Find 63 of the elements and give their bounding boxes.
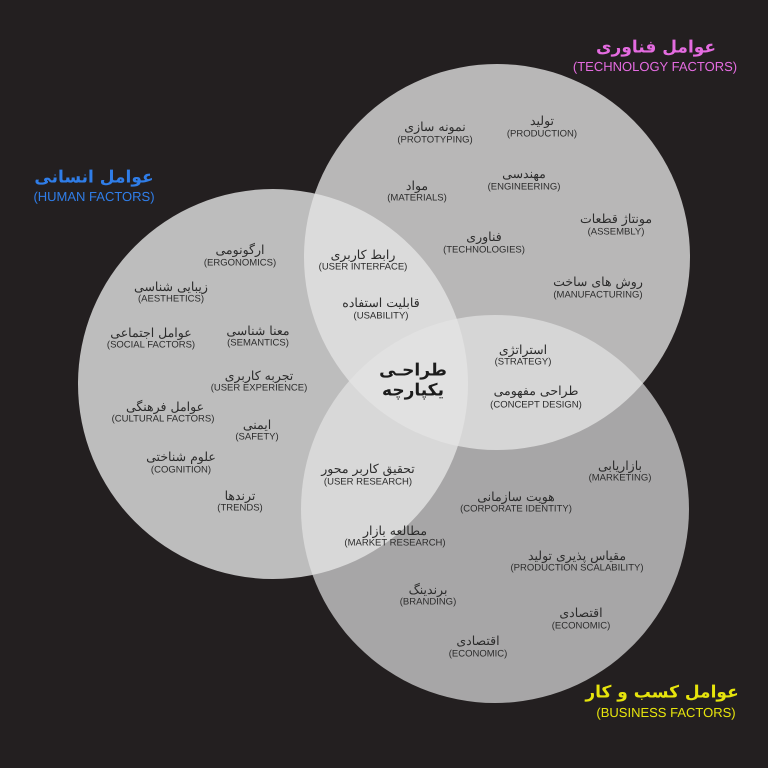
term-translation: (CULTURAL FACTORS) xyxy=(112,414,214,426)
term-translation: (USER INTERFACE) xyxy=(318,262,408,274)
term-translation: (USER EXPERIENCE) xyxy=(210,384,308,394)
term-translation: (STRATEGY) xyxy=(494,358,552,368)
term-label: مهندسی xyxy=(502,166,546,182)
term-label: ترندها xyxy=(224,488,256,504)
term-translation: (MATERIALS) xyxy=(387,194,447,204)
term-translation: (MARKET RESEARCH) xyxy=(344,538,446,550)
term-translation: (COGNITION) xyxy=(150,466,212,476)
term-translation: (ECONOMIC) xyxy=(448,650,508,660)
term-label: مواد xyxy=(406,178,428,194)
term-label: روش های ساخت xyxy=(553,274,643,290)
center-term-label: طراحـی یکپارچه xyxy=(378,360,448,402)
term-translation: (PROTOTYPING) xyxy=(397,136,473,146)
term-label: ارگونومی xyxy=(216,242,264,258)
term-translation: (ASSEMBLY) xyxy=(588,228,644,238)
circle-heading-translation: (HUMAN FACTORS) xyxy=(33,190,155,204)
circle-heading-translation: (BUSINESS FACTORS) xyxy=(596,706,736,720)
term-label: هویت سازمانی xyxy=(477,490,555,504)
term-translation: (USER RESEARCH) xyxy=(324,478,412,488)
term-translation: (ERGONOMICS) xyxy=(204,258,276,270)
term-label: علوم شناختی xyxy=(146,450,216,464)
term-translation: (MARKETING) xyxy=(588,474,652,484)
term-label: برندینگ xyxy=(408,582,448,598)
term-label: مطالعه بازار xyxy=(362,524,428,538)
term-label: زیبایی شناسی xyxy=(134,280,208,294)
term-translation: (BRANDING) xyxy=(400,598,456,608)
term-translation: (CONCEPT DESIGN) xyxy=(490,400,582,412)
term-translation: (ECONOMIC) xyxy=(552,622,610,632)
term-translation: (TRENDS) xyxy=(217,504,263,514)
term-translation: (ENGINEERING) xyxy=(488,182,560,194)
term-label: اقتصادی xyxy=(559,606,603,620)
term-translation: (CORPORATE IDENTITY) xyxy=(460,504,572,516)
term-label: بازاریابی xyxy=(598,458,642,474)
term-label: رابط کاربری xyxy=(330,248,396,262)
term-label: عوامل اجتماعی xyxy=(110,326,192,340)
term-label: نمونه سازی xyxy=(404,120,466,134)
term-translation: (SAFETY) xyxy=(235,432,279,444)
term-translation: (PRODUCTION SCALABILITY) xyxy=(510,564,644,574)
term-label: تحقیق کاربر محور xyxy=(321,462,415,476)
term-translation: (PRODUCTION) xyxy=(506,130,578,140)
term-translation: (AESTHETICS) xyxy=(138,294,204,306)
circle-heading: عوامل فناوری xyxy=(596,38,716,58)
term-label: معنا شناسی xyxy=(226,324,290,338)
circle-heading-translation: (TECHNOLOGY FACTORS) xyxy=(572,60,738,74)
term-label: مقیاس پذیری تولید xyxy=(528,548,626,564)
term-label: ایمنی xyxy=(242,418,272,432)
term-label: طراحی مفهومی xyxy=(494,384,578,398)
term-label: عوامل فرهنگی xyxy=(126,400,204,414)
term-translation: (SEMANTICS) xyxy=(227,338,289,350)
term-label: قابلیت استفاده xyxy=(342,296,420,310)
term-label: استراتژی xyxy=(498,342,548,358)
term-translation: (TECHNOLOGIES) xyxy=(443,246,525,256)
term-label: تولید xyxy=(530,114,554,128)
term-translation: (MANUFACTURING) xyxy=(553,290,643,302)
term-translation: (USABILITY) xyxy=(354,312,408,322)
term-label: تجربه کاربری xyxy=(224,368,294,384)
circle-heading: عوامل کسب و کار xyxy=(585,684,739,702)
term-label: مونتاژ قطعات xyxy=(580,212,652,226)
term-translation: (SOCIAL FACTORS) xyxy=(106,340,196,352)
term-label: اقتصادی xyxy=(456,634,500,648)
circle-heading: عوامل انسانی xyxy=(34,168,154,188)
term-label: فناوری xyxy=(466,230,502,244)
